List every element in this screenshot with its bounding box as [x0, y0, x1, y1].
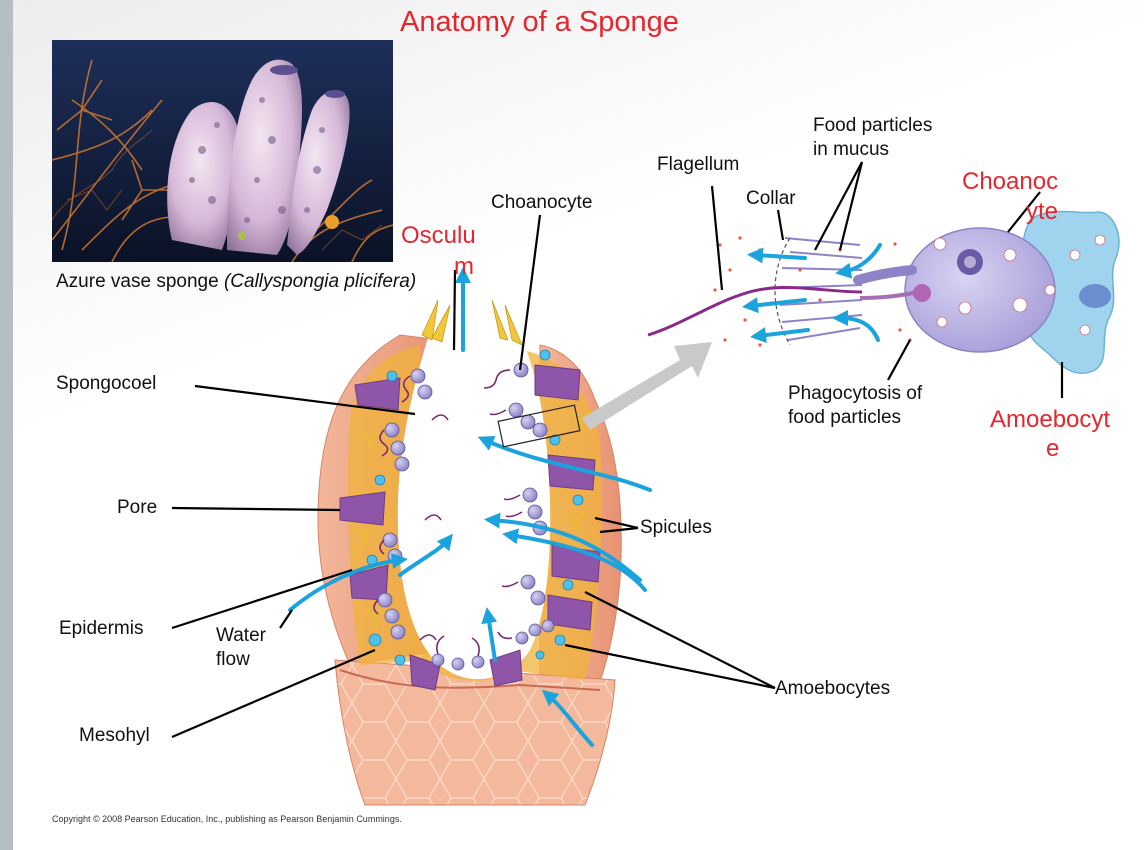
label-food-particles-line1: Food particles — [813, 115, 933, 136]
label-water-flow-line1: Water — [216, 625, 266, 646]
label-flagellum: Flagellum — [657, 154, 740, 175]
zoom-box — [497, 404, 581, 448]
label-collar: Collar — [746, 188, 796, 209]
label-pore: Pore — [117, 497, 158, 518]
magnify-arrow — [582, 342, 712, 430]
water-flow-arrows — [288, 267, 652, 747]
leader-lines — [171, 161, 1064, 739]
label-amoebocyte-red-line1: Amoebocyt — [990, 406, 1111, 433]
label-choanocyte-red-line2: yte — [1026, 198, 1059, 225]
label-choanocyte: Choanocyte — [491, 192, 593, 213]
sponge-photo — [52, 40, 393, 262]
label-phagocytosis-line2: food particles — [788, 407, 902, 428]
label-choanocyte-red-line1: Choanoc — [962, 168, 1059, 195]
choanocyte-cells — [373, 362, 555, 671]
label-epidermis: Epidermis — [59, 618, 144, 639]
caption-species-name: (Callyspongia plicifera) — [223, 271, 417, 292]
label-water-flow-line2: flow — [216, 649, 250, 670]
osculum-spicules — [421, 299, 523, 346]
caption-common-name: Azure vase sponge — [56, 271, 224, 292]
magnified-choanocyte — [647, 210, 1120, 375]
label-spicules: Spicules — [640, 517, 712, 538]
label-amoebocytes: Amoebocytes — [775, 678, 891, 699]
label-osculum-line1: Osculu — [401, 222, 476, 249]
label-spongocoel: Spongocoel — [56, 373, 157, 394]
label-food-particles-line2: in mucus — [813, 139, 890, 160]
photo-caption: Azure vase sponge (Callyspongia plicifer… — [56, 270, 416, 294]
label-phagocytosis-line1: Phagocytosis of — [788, 383, 923, 404]
copyright-notice: Copyright © 2008 Pearson Education, Inc.… — [52, 814, 402, 824]
amoebocyte-cells — [366, 349, 584, 666]
left-edge-bar — [0, 0, 13, 850]
label-osculum-line2: m — [454, 253, 474, 280]
slide-title: Anatomy of a Sponge — [400, 6, 679, 38]
label-mesohyl: Mesohyl — [79, 725, 150, 746]
label-amoebocyte-red-line2: e — [1046, 435, 1060, 462]
